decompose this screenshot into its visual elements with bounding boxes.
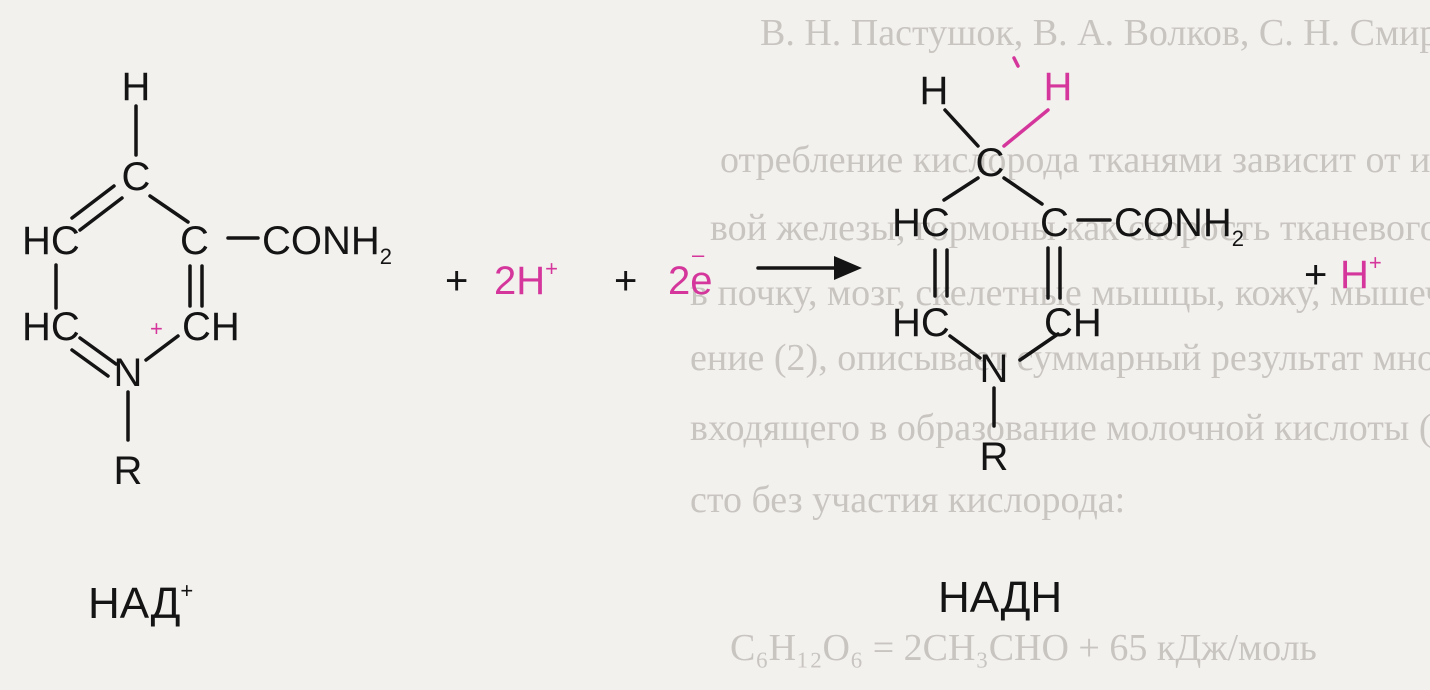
nadh-pink-tick bbox=[1012, 56, 1020, 68]
protons-sup: + bbox=[545, 256, 558, 281]
nad-bond-c-hc-double-a bbox=[78, 196, 124, 232]
nad-atom-left-upper: HC bbox=[22, 219, 80, 263]
bg-line-3: вой железы, гормоны как скорость тканево… bbox=[710, 207, 1430, 249]
reaction-equation: + 2H+ + 2e – + H+ bbox=[445, 242, 1382, 303]
nad-atom-left-lower: HC bbox=[22, 305, 80, 349]
electrons-term: 2e bbox=[668, 259, 713, 303]
protons-term: 2H+ bbox=[494, 256, 558, 303]
plus-sign-3: + bbox=[1304, 253, 1327, 297]
nadh-bond-h-c bbox=[943, 108, 980, 148]
nad-substituent-subscript: 2 bbox=[380, 244, 392, 269]
nadh-atom-left-upper: HC bbox=[892, 201, 950, 245]
nadh-atom-top-c: C bbox=[976, 141, 1005, 185]
nadh-bond-added-h-c bbox=[1002, 108, 1050, 148]
nadh-bond-c-hc bbox=[942, 176, 980, 202]
nadh-structure: H H C HC C CONH2 HC CH N R НАДН bbox=[892, 56, 1244, 622]
nadh-bond-hc-n bbox=[948, 334, 982, 360]
product-proton-sup: + bbox=[1369, 250, 1382, 275]
nad-atom-top-h: H bbox=[122, 65, 151, 109]
nad-bond-c-c bbox=[148, 194, 190, 224]
nadh-label: НАДН bbox=[938, 573, 1062, 622]
bg-line-1: В. Н. Пастушок, В. А. Волков, С. Н. Смир… bbox=[760, 12, 1430, 54]
plus-sign-2: + bbox=[614, 259, 637, 303]
bg-line-5: ение (2), описывает суммарный результат … bbox=[690, 337, 1430, 379]
nadh-bond-ch-n bbox=[1018, 332, 1060, 362]
nad-atom-r: R bbox=[114, 449, 143, 493]
nad-atom-nitrogen: N bbox=[114, 351, 143, 395]
nad-bond-c-hc-double-b bbox=[70, 184, 116, 220]
nad-plus-structure: H C HC C CONH2 HC CH N + R НАД+ bbox=[22, 65, 392, 628]
nadh-bond-c-c bbox=[1002, 176, 1044, 206]
nadh-atom-r: R bbox=[980, 435, 1009, 479]
product-proton: H+ bbox=[1340, 250, 1382, 297]
nadh-atom-right-upper-c: C bbox=[1040, 201, 1069, 245]
bg-line-8: С₆Н₁₂О₆ = 2СН₃СНО + 65 кДж/моль bbox=[730, 627, 1317, 669]
nad-nitrogen-charge: + bbox=[150, 316, 163, 341]
electrons-mark: – bbox=[692, 242, 705, 267]
nad-atom-top-c: C bbox=[122, 155, 151, 199]
nadh-atom-substituent: CONH2 bbox=[1114, 201, 1244, 251]
nadh-substituent-subscript: 2 bbox=[1232, 226, 1244, 251]
reaction-arrow-head bbox=[834, 256, 862, 280]
nad-atom-right-lower: CH bbox=[182, 305, 240, 349]
nadh-atom-top-h: H bbox=[920, 69, 949, 113]
bg-line-7: сто без участия кислорода: bbox=[690, 479, 1125, 521]
nad-atom-substituent: CONH2 bbox=[262, 219, 392, 269]
bg-line-6: входящего в образование молочной кислоты… bbox=[690, 407, 1430, 449]
nad-atom-right-upper-c: C bbox=[180, 219, 209, 263]
nad-bond-hc-n-double-b bbox=[70, 348, 110, 378]
nad-bond-ch-n bbox=[144, 334, 180, 362]
nad-plus-label-sup: + bbox=[180, 578, 193, 603]
plus-sign-1: + bbox=[445, 259, 468, 303]
nadh-atom-left-lower: HC bbox=[892, 301, 950, 345]
nadh-atom-nitrogen: N bbox=[980, 347, 1009, 391]
nadh-atom-added-h: H bbox=[1044, 65, 1073, 109]
nad-plus-label: НАД+ bbox=[88, 578, 193, 628]
nad-bond-hc-n-double-a bbox=[78, 336, 118, 366]
nadh-atom-right-lower: CH bbox=[1044, 301, 1102, 345]
bg-line-2: отребление кислорода тканями зависит от … bbox=[720, 139, 1430, 181]
